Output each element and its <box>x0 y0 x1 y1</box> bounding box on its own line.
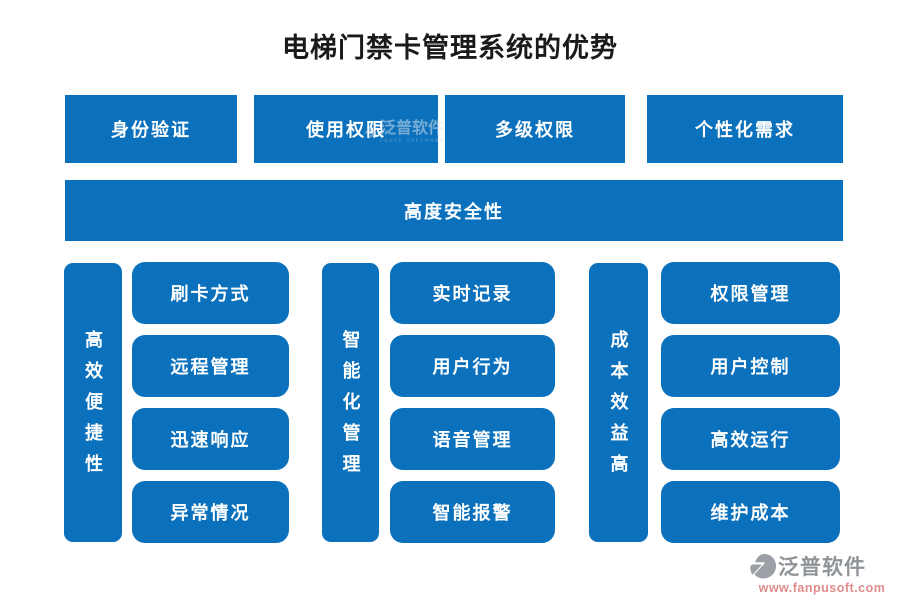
item-maintenance-cost: 维护成本 <box>661 481 840 543</box>
item-realtime-records: 实时记录 <box>390 262 555 324</box>
feature-box-personalized-needs: 个性化需求 <box>647 95 843 163</box>
item-rapid-response: 迅速响应 <box>132 408 289 470</box>
column-header-cost-benefit: 成本效益高 <box>589 263 648 542</box>
fanpu-logo-icon <box>750 553 776 578</box>
security-banner: 高度安全性 <box>65 180 843 241</box>
feature-box-multilevel-permission: 多级权限 <box>445 95 625 163</box>
column-items-intelligent-management: 实时记录 用户行为 语音管理 智能报警 <box>390 262 555 543</box>
brand-name: 泛普软件 <box>778 556 866 579</box>
column-items-efficiency: 刷卡方式 远程管理 迅速响应 异常情况 <box>132 262 289 543</box>
item-user-control: 用户控制 <box>661 335 840 397</box>
column-header-efficiency: 高效便捷性 <box>64 263 122 542</box>
item-efficient-operation: 高效运行 <box>661 408 840 470</box>
footer-brand: 泛普软件 www.fanpusoft.com <box>750 551 894 595</box>
feature-box-identity-verification: 身份验证 <box>65 95 237 163</box>
feature-box-usage-permission: 使用权限 <box>254 95 438 163</box>
item-abnormal-situations: 异常情况 <box>132 481 289 543</box>
item-voice-management: 语音管理 <box>390 408 555 470</box>
item-remote-management: 远程管理 <box>132 335 289 397</box>
brand-url: www.fanpusoft.com <box>758 581 886 595</box>
page-title: 电梯门禁卡管理系统的优势 <box>282 33 618 63</box>
column-items-cost-benefit: 权限管理 用户控制 高效运行 维护成本 <box>661 262 840 543</box>
item-permission-management: 权限管理 <box>661 262 840 324</box>
item-user-behavior: 用户行为 <box>390 335 555 397</box>
item-smart-alarm: 智能报警 <box>390 481 555 543</box>
item-card-swipe-method: 刷卡方式 <box>132 262 289 324</box>
column-header-intelligent-management: 智能化管理 <box>322 263 379 542</box>
